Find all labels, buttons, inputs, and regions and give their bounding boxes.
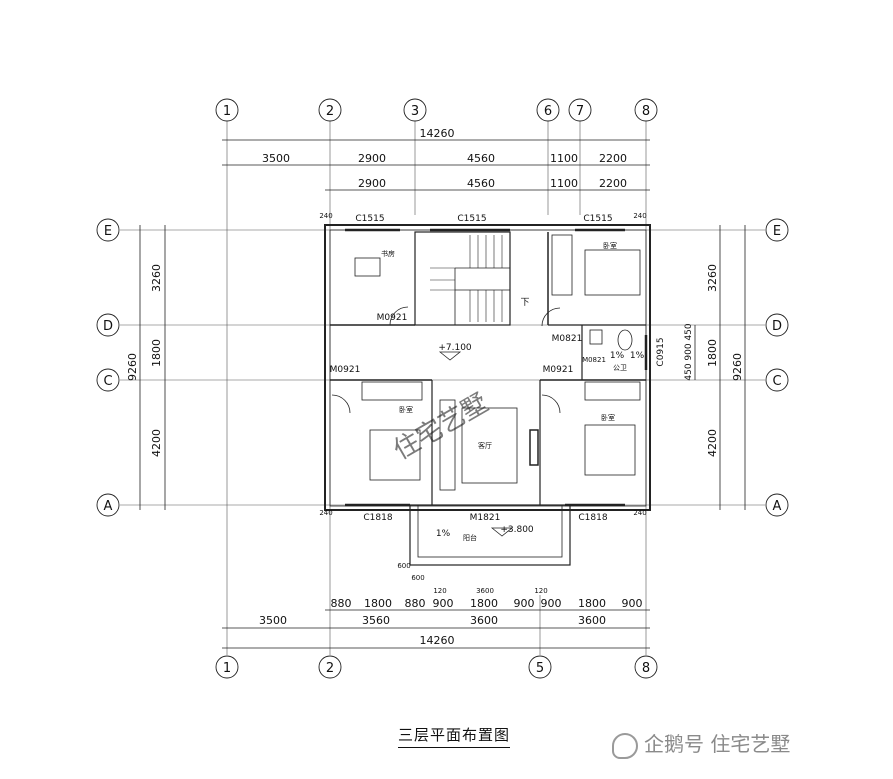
dim-bot-r2-2: 3600 <box>470 614 498 627</box>
axis-top-3: 3 <box>411 104 419 119</box>
stair-down-label: 下 <box>520 298 529 308</box>
door-m1821: M1821 <box>470 513 501 523</box>
dim-bot-r1-4: 1800 <box>470 597 498 610</box>
brand-text: 企鹅号 住宅艺墅 <box>644 732 791 756</box>
dim-bot-total: 14260 <box>420 634 455 647</box>
axis-top-8: 8 <box>642 104 650 119</box>
room-balcony: 阳台 <box>463 533 477 542</box>
window-c0915: C0915 <box>656 337 666 366</box>
slope-balcony: 1% <box>436 529 451 539</box>
window-c1818-a: C1818 <box>363 513 392 523</box>
small-dim-0: 240 <box>319 212 332 220</box>
axis-bottom-5: 5 <box>536 661 544 676</box>
axis-top-2: 2 <box>326 104 334 119</box>
dim-right-1: 1800 <box>706 339 719 367</box>
axis-right-D: D <box>772 319 782 334</box>
axis-top-7: 7 <box>576 104 584 119</box>
axis-bottom-2: 2 <box>326 661 334 676</box>
small-dim-1: 240 <box>633 212 646 220</box>
small-dim-6: 120 <box>433 587 446 595</box>
dim-left-outer: 9260 <box>126 353 139 381</box>
dim-bot-r1-1: 1800 <box>364 597 392 610</box>
dim-bot-r1-3: 900 <box>433 597 454 610</box>
dim-bot-r2-1: 3560 <box>362 614 390 627</box>
axis-top-6: 6 <box>544 104 552 119</box>
axis-left-D: D <box>103 319 113 334</box>
level-7100: +7.100 <box>438 343 472 353</box>
axis-bottom-1: 1 <box>223 661 231 676</box>
door-m0921-study: M0921 <box>377 313 408 323</box>
dim-top-r1-0: 3500 <box>262 152 290 165</box>
door-m0921-right: M0921 <box>543 365 574 375</box>
dim-top-r2-1: 4560 <box>467 177 495 190</box>
dim-top-r2-3: 2200 <box>599 177 627 190</box>
dim-right-0: 3260 <box>706 264 719 292</box>
room-bedroom-top-right: 卧室 <box>603 241 617 250</box>
dim-bot-r1-6: 900 <box>541 597 562 610</box>
dim-right-small: 450 900 450 <box>684 323 694 381</box>
dim-top-r1-2: 4560 <box>467 152 495 165</box>
dim-top-total: 14260 <box>420 127 455 140</box>
small-dim-5: 600 <box>411 574 424 582</box>
dim-top-r1-3: 1100 <box>550 152 578 165</box>
small-dim-7: 3600 <box>476 587 494 595</box>
small-dim-3: 240 <box>633 509 646 517</box>
dim-top-r2-2: 1100 <box>550 177 578 190</box>
penguin-icon <box>612 732 638 759</box>
window-c1818-b: C1818 <box>578 513 607 523</box>
dim-bot-r1-2: 880 <box>405 597 426 610</box>
room-bedroom-bottom-right: 卧室 <box>601 413 615 422</box>
small-dim-2: 240 <box>319 509 332 517</box>
dim-right-outer: 9260 <box>731 353 744 381</box>
axis-left-A: A <box>104 499 113 514</box>
dim-left-1: 1800 <box>150 339 163 367</box>
axis-left-E: E <box>104 224 112 239</box>
room-bedroom-left: 卧室 <box>399 405 413 414</box>
axis-bottom-8: 8 <box>642 661 650 676</box>
dim-bot-r1-5: 900 <box>514 597 535 610</box>
door-m0821-b: M0821 <box>582 356 606 364</box>
axis-right-C: C <box>772 374 781 389</box>
dim-bot-r1-7: 1800 <box>578 597 606 610</box>
slope-bath-b: 1% <box>630 351 645 361</box>
window-c1515-a: C1515 <box>355 214 384 224</box>
room-living: 客厅 <box>478 441 492 450</box>
window-c1515-c: C1515 <box>583 214 612 224</box>
dim-bot-r1-8: 900 <box>622 597 643 610</box>
dim-top-r2-0: 2900 <box>358 177 386 190</box>
dim-left-2: 4200 <box>150 429 163 457</box>
door-m0821-a: M0821 <box>552 334 583 344</box>
slope-bath-a: 1% <box>610 351 625 361</box>
axis-right-E: E <box>773 224 781 239</box>
small-dim-4: 600 <box>397 562 410 570</box>
dim-top-r1-1: 2900 <box>358 152 386 165</box>
axis-left-C: C <box>103 374 112 389</box>
window-c1515-b: C1515 <box>457 214 486 224</box>
brand-badge: 企鹅号 住宅艺墅 <box>612 728 790 759</box>
dim-top-r1-4: 2200 <box>599 152 627 165</box>
room-study: 书房 <box>381 249 395 258</box>
dim-right-2: 4200 <box>706 429 719 457</box>
axis-right-A: A <box>773 499 782 514</box>
door-m0921-left: M0921 <box>330 365 361 375</box>
axis-top-1: 1 <box>223 104 231 119</box>
dim-bot-r2-0: 3500 <box>259 614 287 627</box>
dim-bot-r2-3: 3600 <box>578 614 606 627</box>
room-bath: 公卫 <box>613 364 627 372</box>
small-dim-8: 120 <box>534 587 547 595</box>
level-3800: +3.800 <box>500 525 534 535</box>
dim-bot-r1-0: 880 <box>331 597 352 610</box>
dim-left-0: 3260 <box>150 264 163 292</box>
drawing-caption: 三层平面布置图 <box>398 724 511 748</box>
